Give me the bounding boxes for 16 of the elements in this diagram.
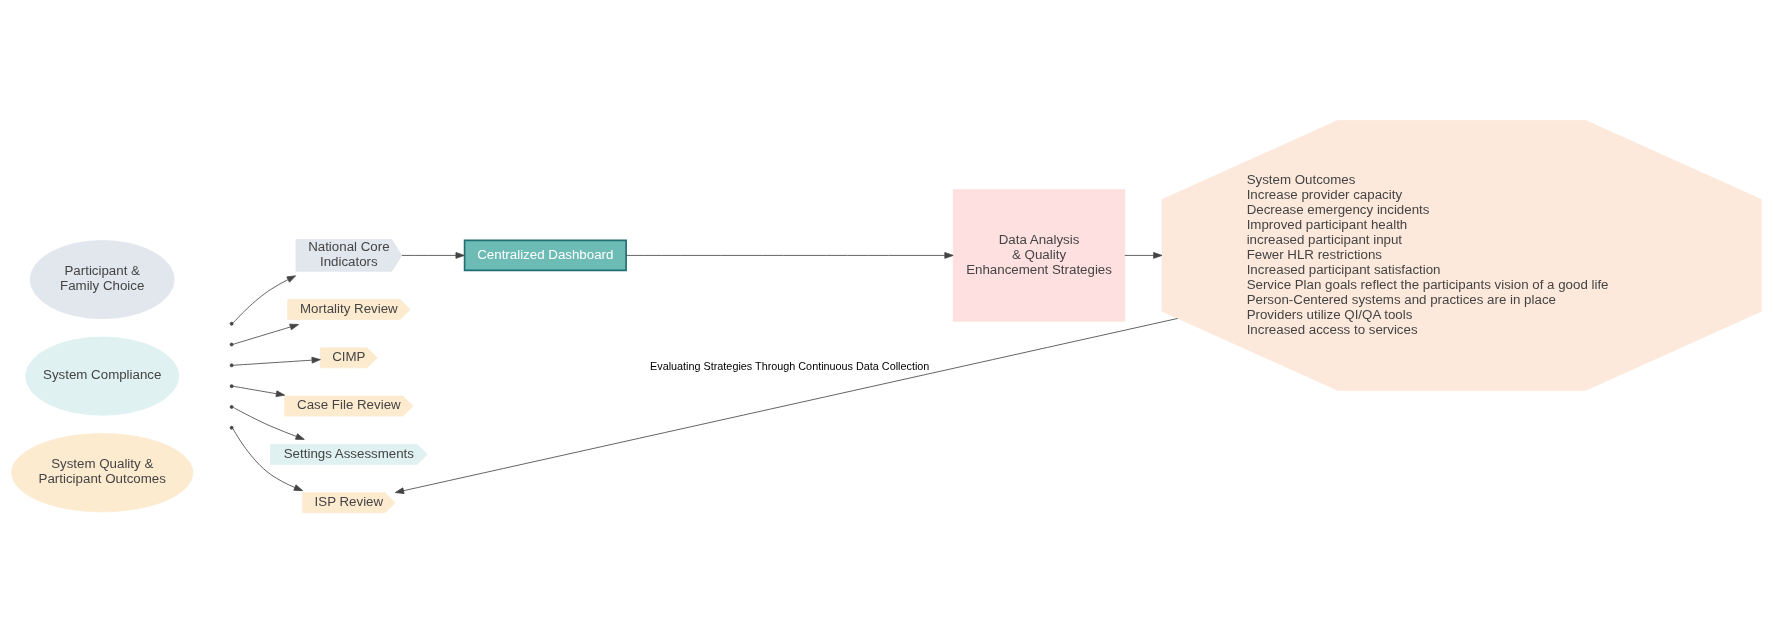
arrow: [394, 317, 1179, 494]
node-ellipse: Participant & Family Choice: [29, 239, 175, 319]
edge-label: Evaluating Strategies Through Continuous Data Collection: [650, 359, 930, 372]
arrow: [232, 356, 321, 366]
arrow: [232, 385, 286, 397]
node-box: Data Analysis & Quality Enhancement Strategies: [952, 188, 1126, 322]
node-ellipse: System Quality & Participant Outcomes: [11, 432, 194, 512]
arrow: [232, 274, 297, 323]
arrow: [401, 251, 465, 259]
arrow: [232, 323, 299, 345]
arrow: [1124, 251, 1163, 259]
arrow: [233, 406, 305, 440]
node-box: Centralized Dashboard: [463, 239, 627, 271]
arrow: [232, 427, 304, 491]
arrow: [625, 251, 954, 259]
node-ellipse: System Compliance: [25, 336, 180, 416]
